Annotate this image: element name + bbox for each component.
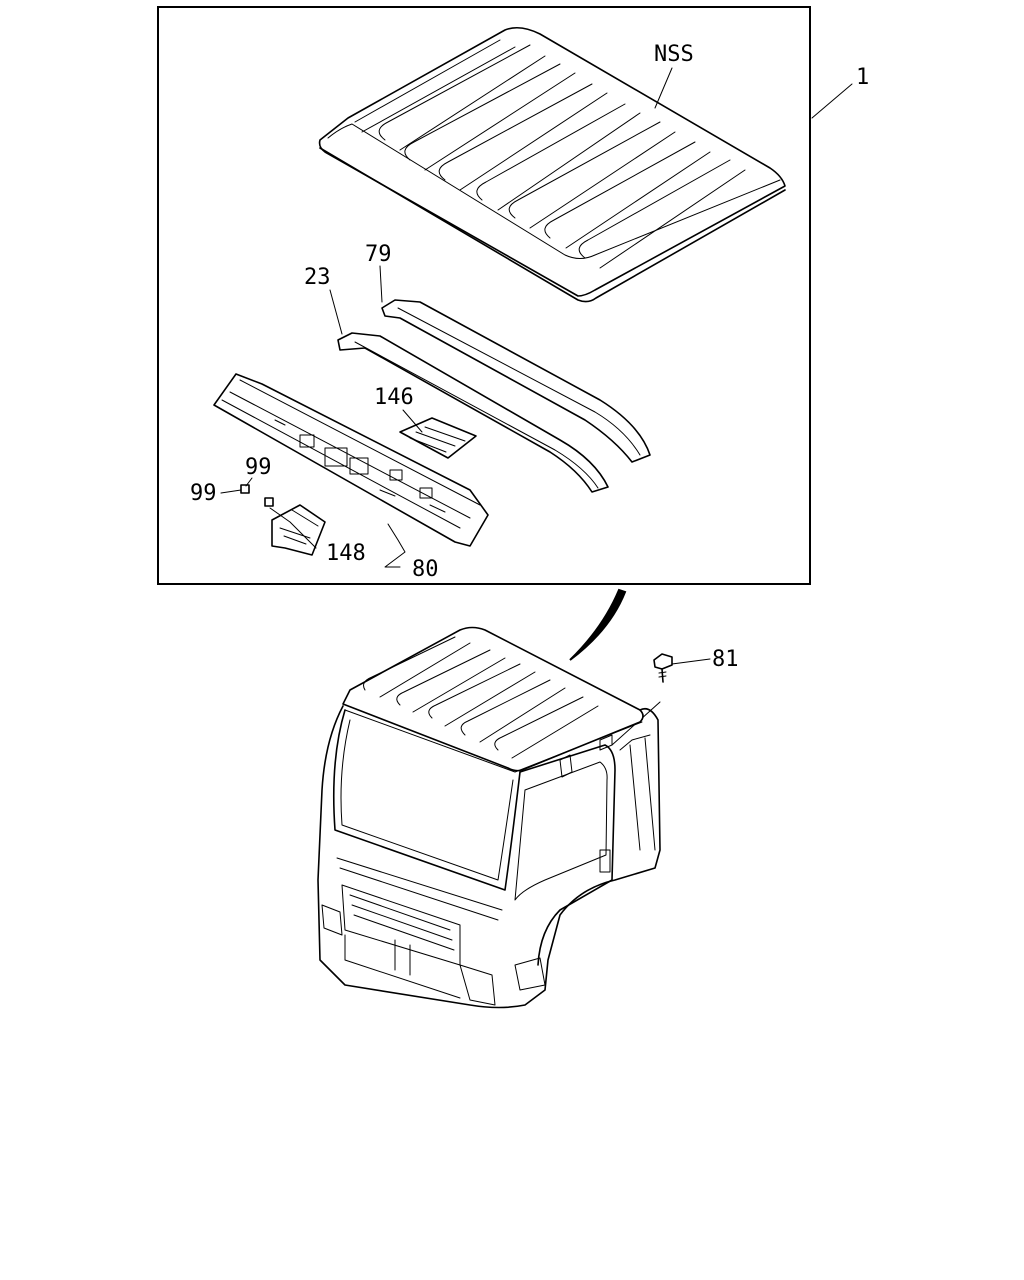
inset-frame — [157, 6, 811, 585]
assembly-arrow — [569, 588, 627, 661]
callout-148: 148 — [326, 541, 366, 566]
callout-146: 146 — [374, 385, 414, 410]
truck-cab — [317, 626, 661, 1009]
callout-nss: NSS — [654, 42, 694, 67]
callout-79: 79 — [365, 242, 392, 267]
roof-panel — [318, 26, 786, 303]
leader-lines — [220, 67, 853, 746]
roof-rail-79 — [381, 299, 651, 463]
header-panel-80 — [213, 373, 489, 547]
callout-80: 80 — [412, 557, 439, 582]
callout-1: 1 — [856, 65, 869, 90]
callout-99-upper: 99 — [245, 455, 272, 480]
nut-99-b — [264, 497, 274, 507]
callout-81: 81 — [712, 647, 739, 672]
bolt-81 — [653, 653, 673, 683]
callout-99-lower: 99 — [190, 481, 217, 506]
bracket-146 — [399, 417, 477, 459]
roof-rail-23 — [337, 332, 609, 493]
callout-23: 23 — [304, 265, 331, 290]
nut-99-a — [240, 484, 250, 494]
